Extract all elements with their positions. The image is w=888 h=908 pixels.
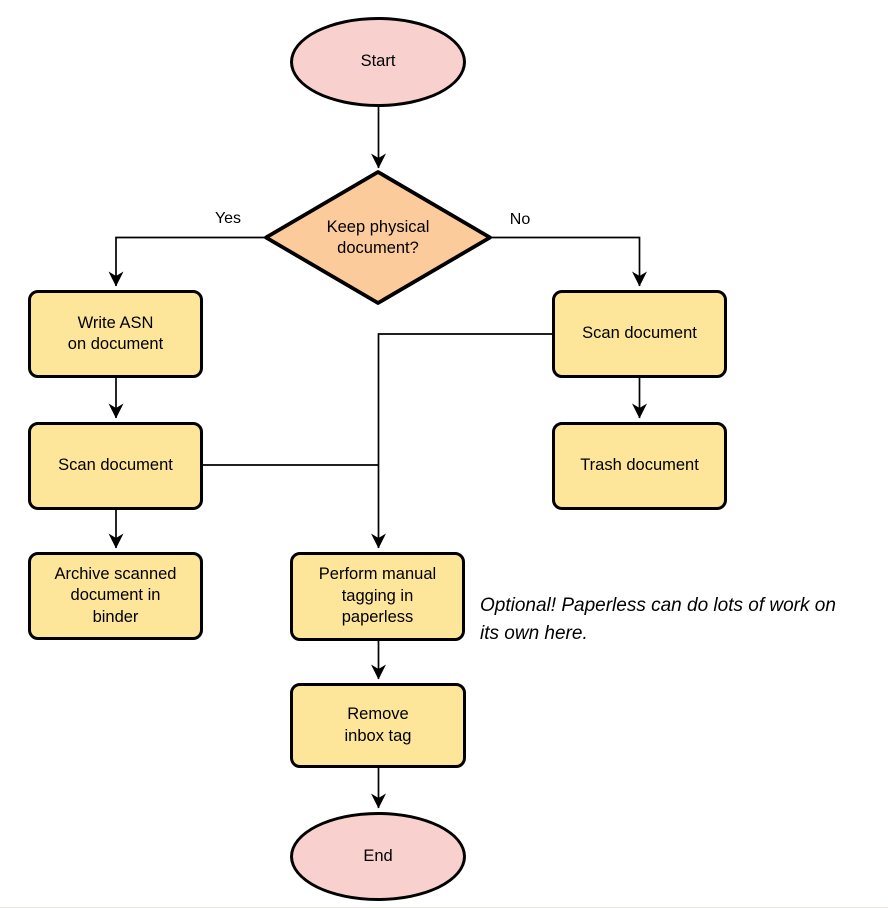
annotation-note: Optional! Paperless can do lots of work … [480,595,836,644]
node-manual-tagging: Perform manual tagging in paperless [290,552,465,641]
node-manual-tagging-label: Perform manual tagging in paperless [318,565,437,627]
node-write-asn-label: Write ASN on document [67,313,164,353]
node-start: Start [290,17,466,107]
node-remove-inbox-tag: Remove inbox tag [290,683,466,768]
node-scan-document-left-label: Scan document [58,456,173,475]
node-archive-binder-label: Archive scanned document in binder [54,564,177,626]
node-decision-shape [264,170,492,305]
node-end: End [290,812,466,901]
node-trash-document-label: Trash document [580,456,699,475]
node-decision-label: Keep physical document? [326,217,430,257]
node-scan-document-right-label: Scan document [582,324,697,343]
node-archive-binder: Archive scanned document in binder [28,552,203,640]
node-trash-document: Trash document [552,422,727,510]
edge-label-no: No [509,211,531,228]
node-write-asn: Write ASN on document [28,290,203,378]
edge-scan-right-to-tagging [371,333,552,549]
node-end-label: End [363,846,393,865]
edge-decision-yes-to-write-asn [108,236,265,287]
node-scan-document-right: Scan document [552,290,727,378]
node-scan-document-left: Scan document [28,422,203,510]
node-remove-inbox-tag-label: Remove inbox tag [344,705,412,745]
node-decision: Keep physical document? [298,210,458,266]
edge-label-yes: Yes [214,210,242,227]
node-start-label: Start [360,52,396,71]
edge-decision-no-to-scan-right [491,236,647,287]
